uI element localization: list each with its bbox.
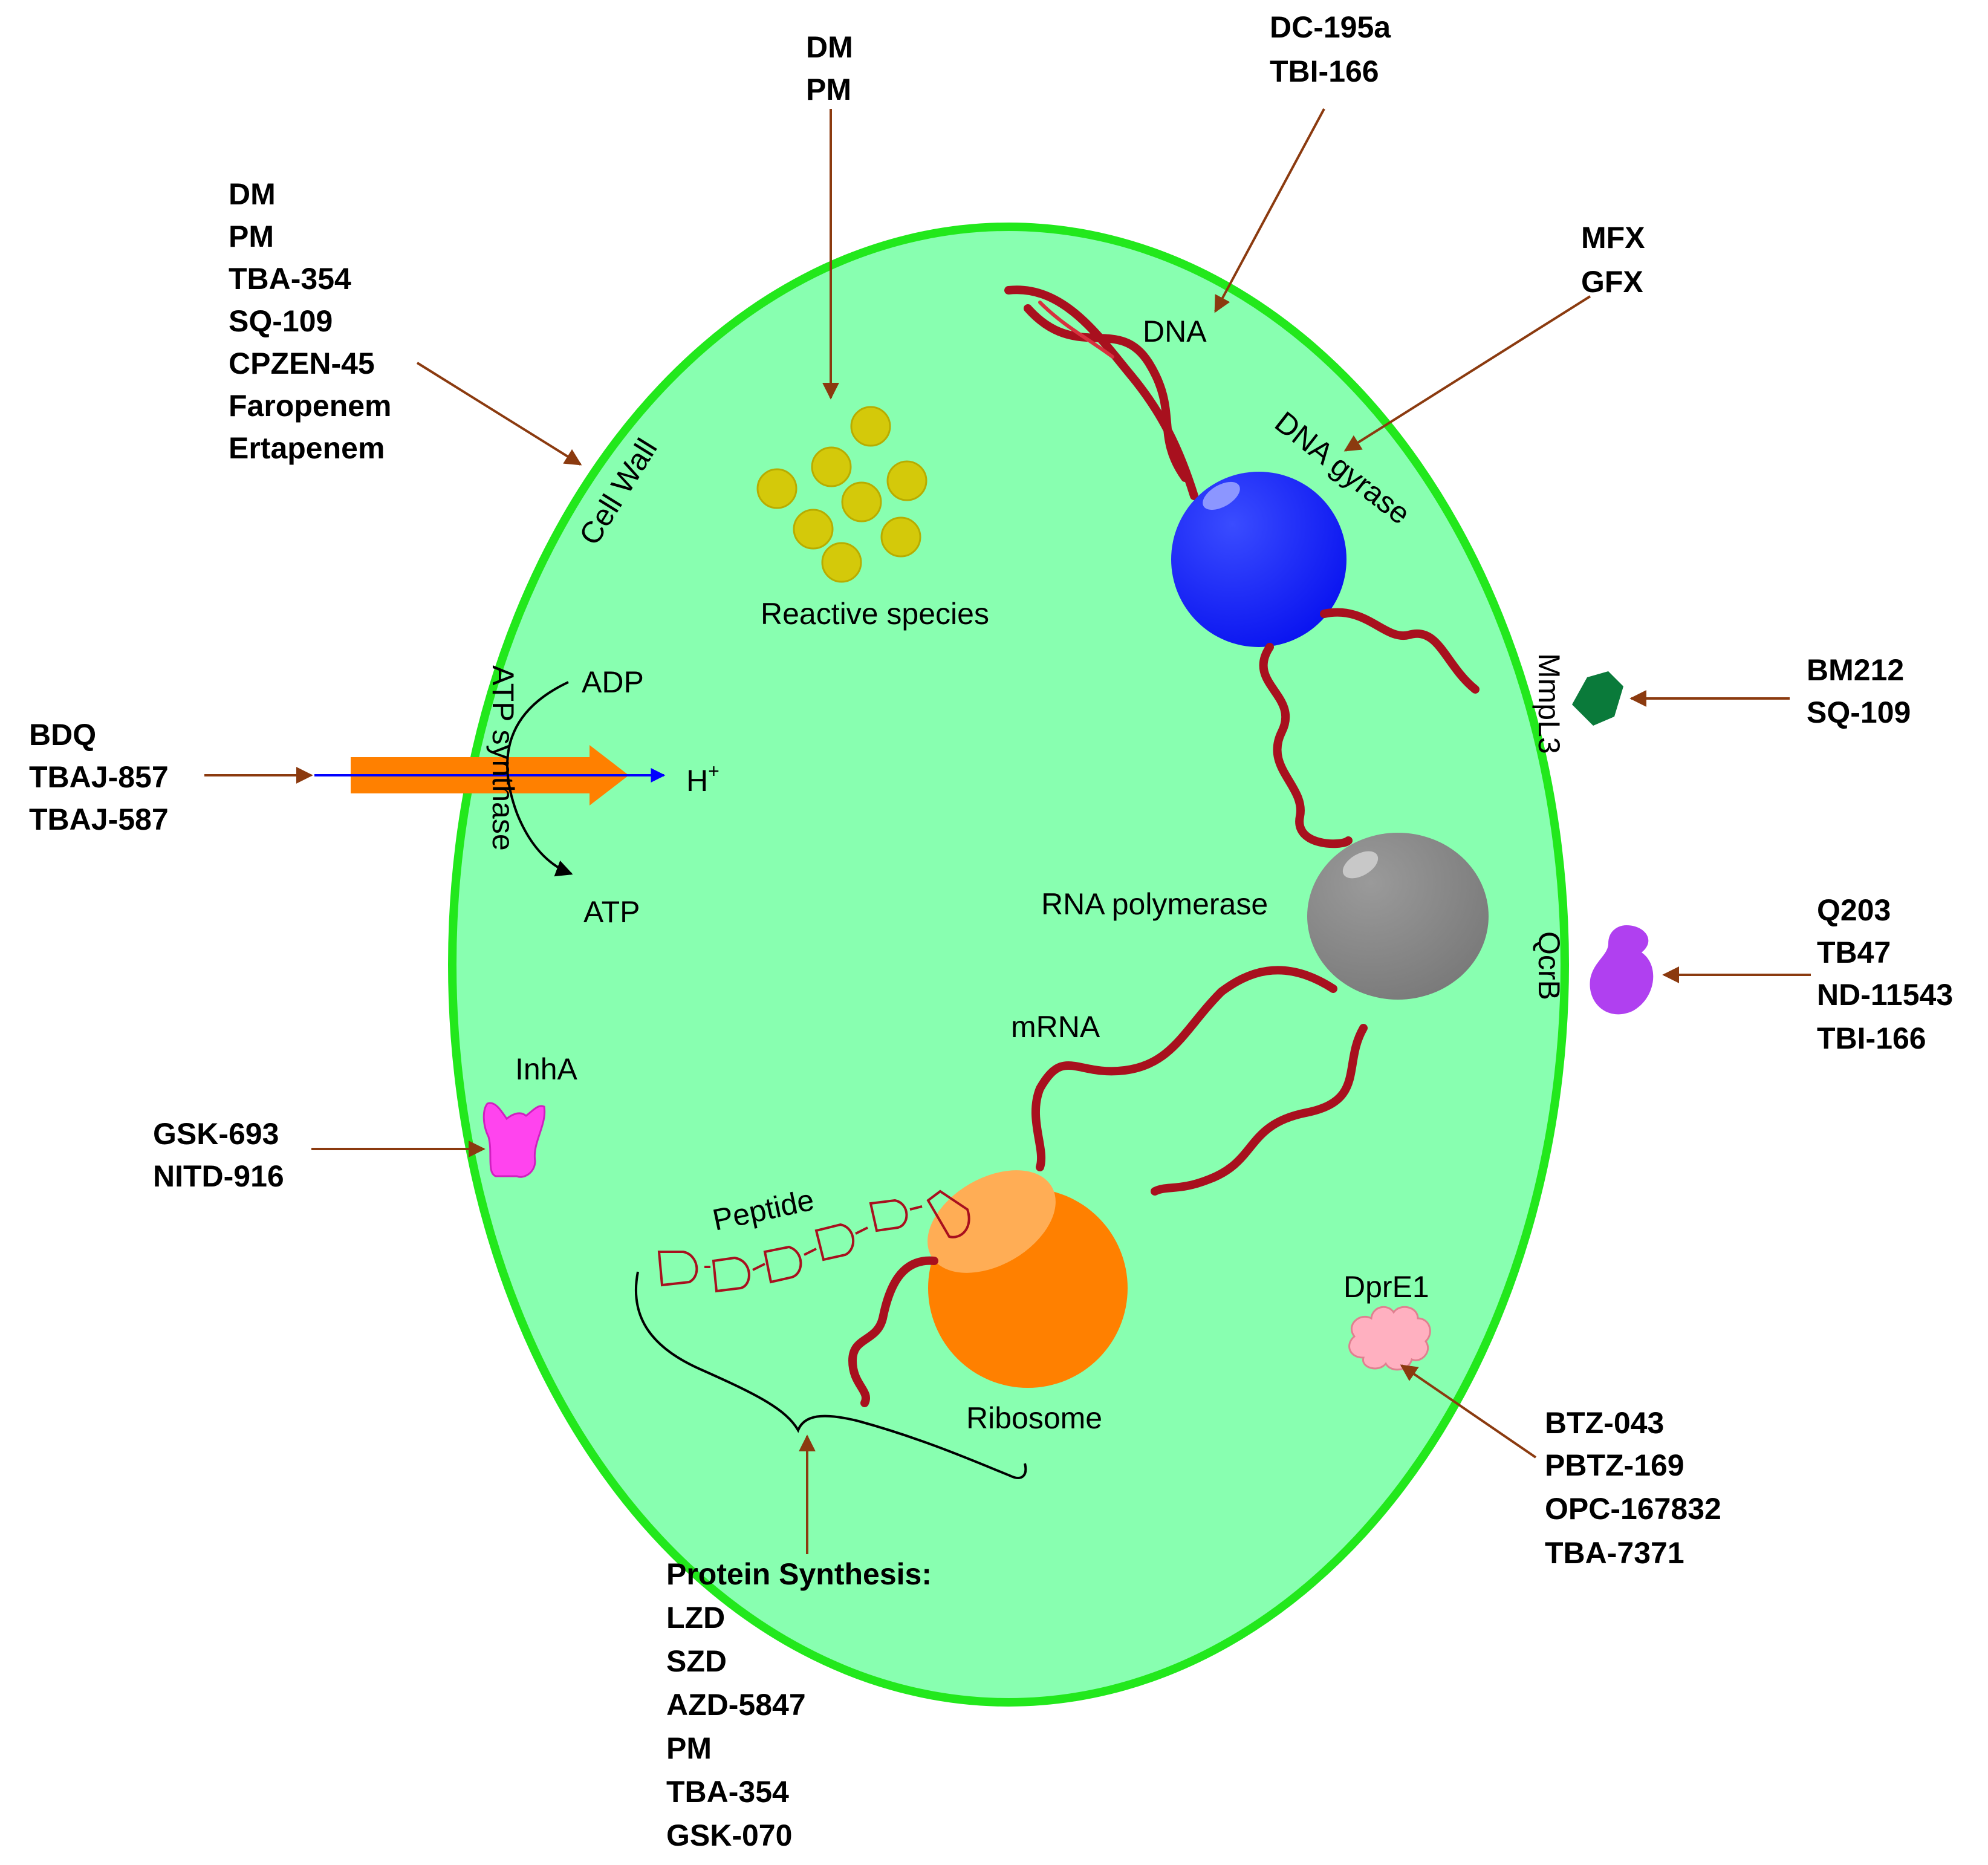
qcrb-protein (1590, 925, 1654, 1015)
drug-name: PM (806, 73, 851, 106)
mmpl3-protein (1572, 671, 1623, 726)
mrna-strand (1031, 966, 1337, 1171)
drug-name: TBI-166 (1270, 54, 1379, 88)
drug-name: TBAJ-857 (29, 760, 169, 794)
reactive-species-label: Reactive species (761, 597, 989, 631)
peptide-chain (657, 1190, 970, 1293)
reactive-species-dot (821, 542, 862, 583)
dna-tail (1320, 608, 1480, 694)
dna-drug-list: DC-195a TBI-166 (1270, 10, 1399, 88)
drug-name: TBA-354 (666, 1775, 789, 1809)
protein-synthesis-brace (634, 1271, 1027, 1479)
dna-strand (1259, 643, 1353, 848)
dna-gyrase-drug-list: MFX GFX (1581, 221, 1653, 299)
drug-name: DC-195a (1270, 10, 1391, 44)
protein-synthesis-drug-list: Protein Synthesis: LZD SZD AZD-5847 PM T… (666, 1557, 940, 1852)
drug-name: TBA-7371 (1545, 1536, 1684, 1570)
drug-name: Faropenem (229, 389, 392, 423)
rna-polymerase-highlight (1342, 851, 1379, 879)
reactive-species-dot (756, 468, 797, 509)
drug-name: BTZ-043 (1545, 1406, 1664, 1440)
drug-name: TBA-354 (229, 262, 351, 296)
inha-label: InhA (515, 1052, 578, 1086)
mmpl3-drug-list: BM212 SQ-109 (1807, 653, 1912, 729)
drug-name: TBAJ-587 (29, 802, 169, 836)
adp-to-atp-arrow (506, 681, 573, 877)
ribosome-mrna (848, 1256, 938, 1407)
inha-protein (482, 1102, 546, 1178)
mmpl3-label: MmpL3 (1532, 653, 1566, 754)
reactive-species-dot (811, 446, 852, 487)
dna-gyrase-sphere (1171, 472, 1346, 647)
qcrb-drug-list: Q203 TB47 ND-11543 TBI-166 (1817, 893, 1961, 1055)
dna-label: DNA (1143, 314, 1207, 348)
reactive-species-dot (841, 481, 882, 522)
drug-name: PM (229, 220, 274, 253)
reactive-species-dot (886, 460, 927, 501)
atp-label: ATP (583, 895, 640, 929)
drug-name: Ertapenem (229, 431, 385, 465)
drug-name: BM212 (1807, 653, 1904, 687)
rna-polymerase-label: RNA polymerase (1041, 887, 1268, 921)
dpre1-drug-list: BTZ-043 PBTZ-169 OPC-167832 TBA-7371 (1545, 1406, 1730, 1570)
cell-wall-drug-arrow (416, 362, 582, 466)
drug-name: GSK-693 (153, 1117, 279, 1151)
cell-wall-drug-list: DM PM TBA-354 SQ-109 CPZEN-45 Faropenem … (229, 177, 400, 465)
drug-name: DM (806, 30, 853, 64)
drug-name: DM (229, 177, 276, 211)
mrna-label: mRNA (1011, 1010, 1100, 1044)
mrna-tail (1151, 1024, 1368, 1196)
reactive-species-dot (793, 509, 834, 550)
drug-name: PBTZ-169 (1545, 1448, 1684, 1482)
proton-symbol: H (686, 764, 708, 798)
drug-name: TBI-166 (1817, 1021, 1926, 1055)
drug-name: ND-11543 (1817, 978, 1953, 1012)
drug-name: PM (666, 1731, 712, 1765)
dna-gyrase-drug-arrow (1343, 295, 1591, 452)
drug-name: SZD (666, 1644, 727, 1678)
reactive-species-dot (880, 516, 921, 558)
drug-name: TB47 (1817, 936, 1891, 969)
dna-helix (1004, 285, 1198, 500)
reactive-species-drug-list: DM PM (806, 30, 862, 106)
drug-name: OPC-167832 (1545, 1492, 1721, 1526)
dpre1-label: DprE1 (1343, 1270, 1429, 1304)
drug-name: BDQ (29, 718, 96, 752)
qcrb-label: QcrB (1532, 931, 1566, 1000)
reactive-species (756, 406, 927, 583)
drug-name: AZD-5847 (666, 1688, 806, 1722)
ribosome-label: Ribosome (966, 1401, 1102, 1435)
drug-name: LZD (666, 1601, 725, 1635)
ribosome-cap (927, 1170, 1056, 1273)
dna-drug-arrow (1214, 108, 1325, 313)
rna-polymerase-sphere (1307, 833, 1489, 1000)
reactive-species-dot (850, 406, 891, 447)
drug-name: GSK-070 (666, 1818, 792, 1852)
drug-name: SQ-109 (1807, 695, 1911, 729)
drug-name: NITD-916 (153, 1159, 284, 1193)
dpre1-protein (1348, 1306, 1431, 1371)
inha-drug-list: GSK-693 NITD-916 (153, 1117, 287, 1193)
atp-synthase-label: ATP synthase (486, 665, 520, 851)
atp-synthase-drug-list: BDQ TBAJ-857 TBAJ-587 (29, 718, 177, 836)
drug-name: GFX (1581, 265, 1643, 299)
protein-synthesis-title: Protein Synthesis: (666, 1557, 932, 1591)
drug-arrows (204, 108, 1811, 1554)
drug-name: SQ-109 (229, 304, 333, 338)
dpre1-drug-arrow (1400, 1364, 1537, 1459)
proton-label: H+ (686, 760, 720, 798)
drug-name: CPZEN-45 (229, 347, 375, 380)
drug-name: MFX (1581, 221, 1645, 255)
drug-name: Q203 (1817, 893, 1891, 927)
proton-charge: + (708, 760, 720, 782)
dna-gyrase-highlight (1203, 481, 1240, 510)
adp-label: ADP (582, 665, 644, 699)
